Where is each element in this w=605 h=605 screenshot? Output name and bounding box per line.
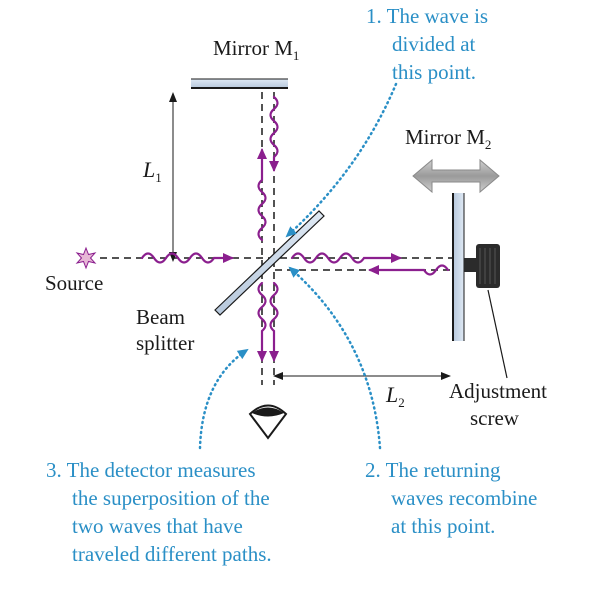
l1-dimension-arrow — [169, 92, 177, 262]
mirror-m1-label: Mirror M1 — [213, 36, 299, 63]
wave-incoming — [140, 252, 234, 264]
eye-icon — [248, 404, 288, 440]
source-label: Source — [45, 271, 103, 295]
callout-arrow-3 — [198, 348, 249, 450]
double-arrow-icon — [412, 158, 500, 194]
callout-arrows — [198, 82, 398, 450]
wave-from-m1 — [269, 95, 279, 172]
wave-from-m2 — [368, 264, 450, 276]
callout-arrow-1 — [285, 82, 398, 238]
adjustment-screw-icon — [464, 244, 500, 288]
wave-to-detector-1 — [257, 281, 267, 362]
mirror-m1 — [191, 78, 288, 89]
screw-leader-line — [487, 289, 508, 379]
mirror-m2 — [452, 193, 465, 341]
note-1: 1. The wave is divided at this point. — [366, 4, 493, 84]
mirror-m2-label: Mirror M2 — [405, 125, 491, 152]
star-burst-icon — [75, 246, 97, 270]
wave-to-m2 — [290, 252, 402, 264]
l1-label: L1 — [142, 157, 162, 185]
l2-label: L2 — [385, 382, 405, 410]
callout-arrow-2 — [288, 266, 382, 450]
l2-dimension-arrow — [273, 372, 451, 380]
wave-to-m1 — [257, 148, 267, 242]
note-3: 3. The detector measures the superpositi… — [46, 458, 275, 566]
wave-paths — [140, 95, 450, 362]
wave-to-detector-2 — [269, 281, 279, 362]
note-2: 2. The returning waves recombine at this… — [365, 458, 543, 538]
